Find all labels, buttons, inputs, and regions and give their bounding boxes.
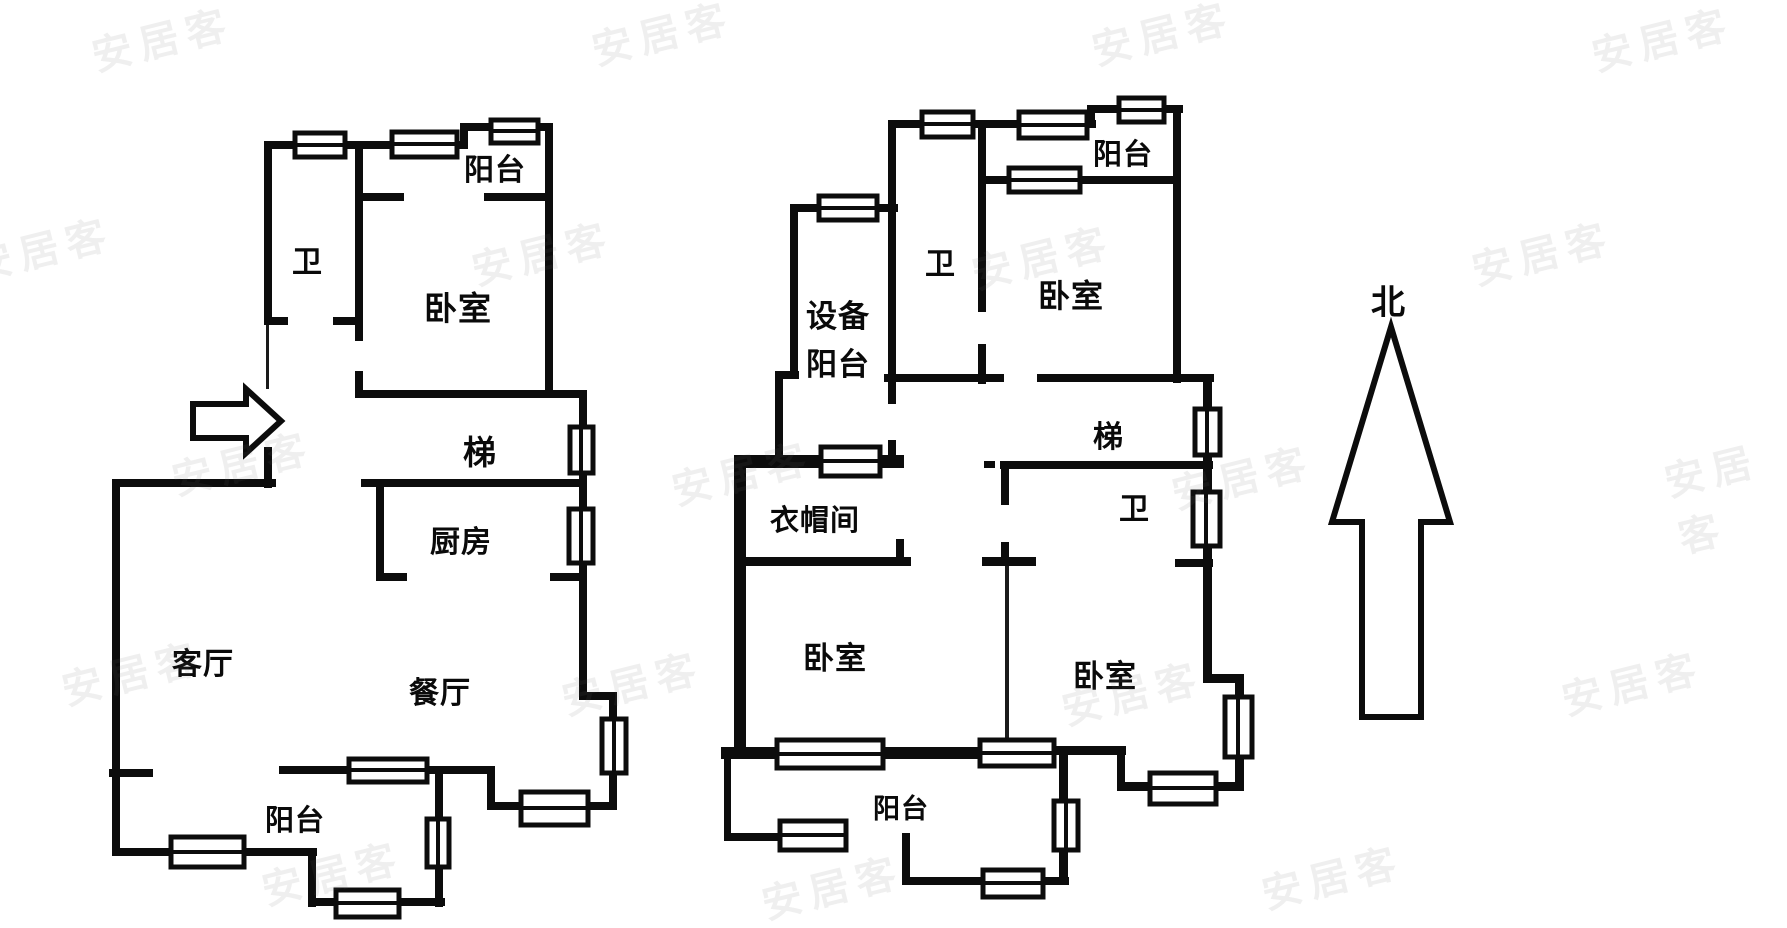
room-label-bedroom-left-2: 卧室 [803, 641, 867, 677]
room-label-equipment-balcony-line1: 设备 [806, 299, 870, 335]
floor-plan-2-windows [774, 95, 1255, 900]
room-label-balcony-top-1: 阳台 [464, 153, 526, 188]
room-label-bathroom-middle-2: 卫 [1119, 492, 1150, 527]
floor-plan-1-windows [168, 117, 629, 920]
room-label-dining-room: 餐厅 [409, 676, 471, 711]
entrance-arrow-icon [190, 382, 286, 460]
room-label-bedroom-top-2: 卧室 [1038, 277, 1105, 315]
room-label-balcony-bottom-2: 阳台 [873, 794, 929, 825]
room-label-bedroom-1: 卧室 [424, 289, 492, 328]
room-label-kitchen: 厨房 [430, 525, 492, 560]
floor-plan-1-walls [109, 123, 617, 907]
north-arrow-icon [1327, 316, 1455, 720]
room-label-bathroom-top-2: 卫 [925, 247, 956, 282]
room-label-stairs-2: 梯 [1093, 420, 1124, 455]
room-label-stairs-1: 梯 [463, 433, 497, 472]
north-label: 北 [1371, 283, 1406, 323]
room-label-bedroom-right-2: 卧室 [1073, 659, 1137, 695]
room-label-equipment-balcony-line2: 阳台 [806, 347, 870, 383]
room-label-living-room: 客厅 [172, 647, 234, 682]
room-label-balcony-bottom-1: 阳台 [265, 803, 326, 837]
room-label-balcony-top-2: 阳台 [1093, 137, 1154, 171]
room-label-cloakroom: 衣帽间 [770, 503, 861, 537]
room-label-bathroom-1: 卫 [292, 245, 323, 280]
